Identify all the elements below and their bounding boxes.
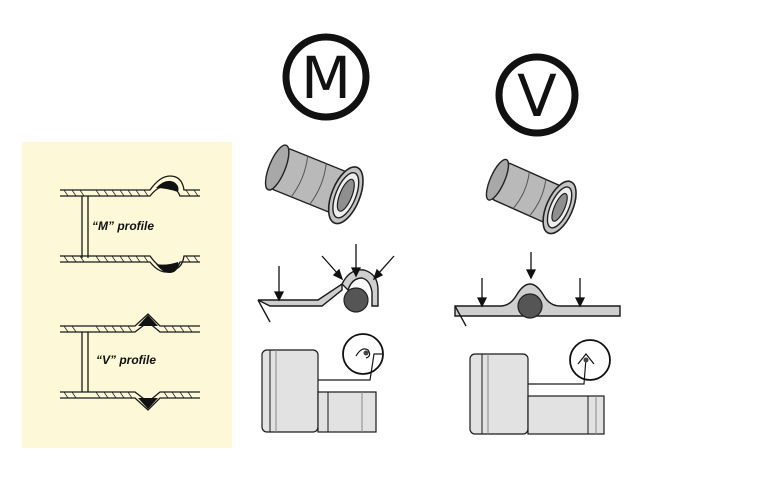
v-upper-oring (138, 315, 158, 326)
v-detail-circle (569, 339, 611, 381)
m-oring (343, 287, 369, 313)
profile-panel: “M” profile “V” profile (22, 142, 232, 448)
m-press-detail (257, 244, 395, 323)
m-symbol-letter: M (301, 44, 351, 112)
panel-background (22, 142, 232, 448)
m-lower-oring (156, 262, 179, 273)
m-profile-section: “M” profile (60, 175, 200, 273)
m-symbol: M (282, 33, 370, 121)
v-symbol-letter: V (517, 62, 557, 130)
m-upper-oring (156, 180, 179, 192)
v-symbol: V (495, 53, 579, 137)
v-fitting-illustration (485, 158, 577, 235)
m-fitting-section (261, 333, 384, 433)
m-fitting-illustration (264, 144, 364, 225)
v-profile-label: “V” profile (96, 353, 156, 367)
m-profile-label: “M” profile (92, 219, 154, 233)
v-fitting-section (469, 339, 611, 435)
m-detail-circle (342, 333, 384, 375)
m-press-arrows (273, 244, 395, 302)
v-press-arrows (476, 252, 586, 308)
v-press-detail (454, 252, 621, 327)
v-profile-section: “V” profile (60, 313, 200, 411)
v-oring (517, 293, 543, 319)
v-lower-oring (138, 398, 158, 409)
v-column: V (454, 53, 621, 435)
m-column: M (257, 33, 395, 433)
